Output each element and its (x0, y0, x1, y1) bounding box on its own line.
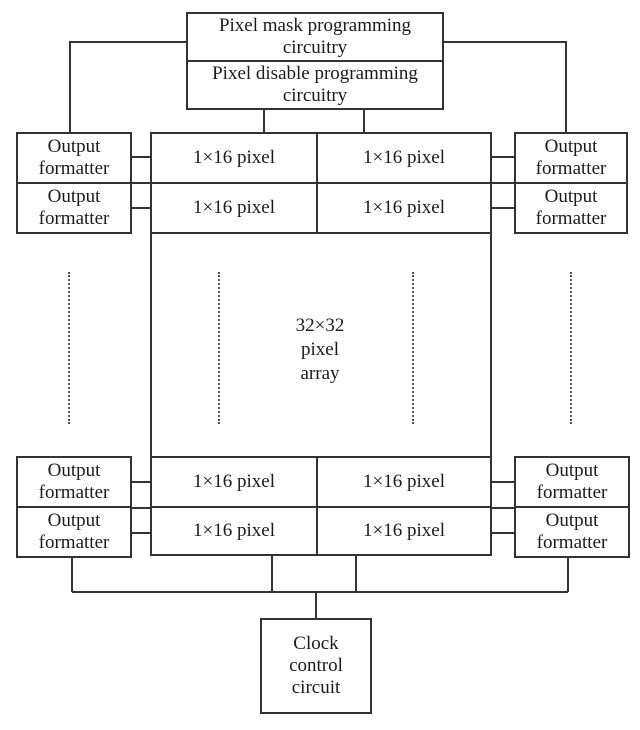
pixel-row-top-left-1: 1×16 pixel (150, 132, 318, 184)
clock-control-circuit: Clock control circuit (260, 618, 372, 714)
right-formatter-continuation-dots (570, 272, 572, 424)
pixel-row-label: 1×16 pixel (193, 471, 275, 492)
pixel-row-label: 1×16 pixel (363, 147, 445, 168)
pixel-row-top-left-2: 1×16 pixel (150, 182, 318, 234)
output-formatter-left-3: Output formatter (16, 456, 132, 508)
pixel-row-label: 1×16 pixel (363, 471, 445, 492)
pixel-disable-programming-label: Pixel disable programming circuitry (212, 63, 418, 106)
output-formatter-left-4: Output formatter (16, 506, 132, 558)
output-formatter-right-2: Output formatter (514, 182, 628, 234)
output-formatter-left-2: Output formatter (16, 182, 132, 234)
pixel-row-label: 1×16 pixel (363, 520, 445, 541)
pixel-mask-programming-block: Pixel mask programming circuitry (186, 12, 444, 62)
output-formatter-label: Output formatter (536, 460, 608, 503)
output-formatter-label: Output formatter (38, 186, 110, 229)
output-formatter-label: Output formatter (535, 136, 607, 179)
pixel-row-bottom-right-2: 1×16 pixel (316, 506, 492, 556)
pixel-row-label: 1×16 pixel (363, 197, 445, 218)
right-array-continuation-dots (412, 272, 414, 424)
pixel-mask-programming-label: Pixel mask programming circuitry (218, 15, 412, 58)
pixel-row-label: 1×16 pixel (193, 520, 275, 541)
output-formatter-label: Output formatter (536, 510, 608, 553)
output-formatter-right-1: Output formatter (514, 132, 628, 184)
pixel-row-label: 1×16 pixel (193, 197, 275, 218)
pixel-row-bottom-left-1: 1×16 pixel (150, 456, 318, 508)
output-formatter-left-1: Output formatter (16, 132, 132, 184)
pixel-row-bottom-right-1: 1×16 pixel (316, 456, 492, 508)
pixel-disable-programming-block: Pixel disable programming circuitry (186, 60, 444, 110)
pixel-row-bottom-left-2: 1×16 pixel (150, 506, 318, 556)
output-formatter-label: Output formatter (38, 460, 110, 503)
pixel-row-label: 1×16 pixel (193, 147, 275, 168)
pixel-row-top-right-2: 1×16 pixel (316, 182, 492, 234)
output-formatter-label: Output formatter (38, 136, 110, 179)
output-formatter-right-3: Output formatter (514, 456, 630, 508)
pixel-array-label: 32×32 pixel array (295, 315, 345, 384)
left-formatter-continuation-dots (68, 272, 70, 424)
output-formatter-label: Output formatter (38, 510, 110, 553)
clock-control-label: Clock control circuit (289, 633, 343, 698)
pixel-row-top-right-1: 1×16 pixel (316, 132, 492, 184)
left-array-continuation-dots (218, 272, 220, 424)
output-formatter-right-4: Output formatter (514, 506, 630, 558)
output-formatter-label: Output formatter (535, 186, 607, 229)
